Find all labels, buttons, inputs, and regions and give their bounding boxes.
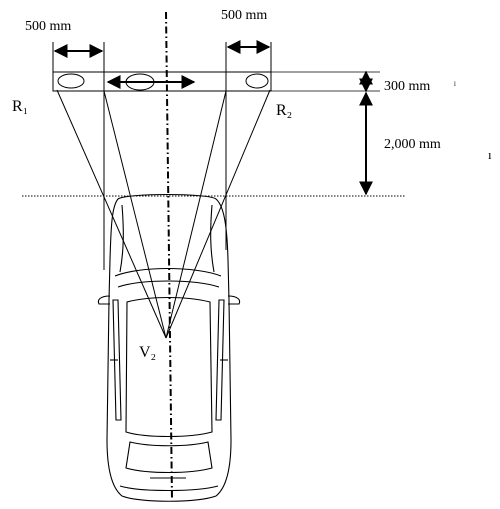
car-rear-window: [125, 441, 213, 474]
car-mirror-right: [227, 295, 241, 305]
stray-mark-2: ı: [488, 147, 492, 162]
light-bar: [52, 71, 272, 92]
car-windshield-top: [114, 268, 222, 277]
car-roof: [125, 296, 213, 438]
sightline-4: [165, 89, 271, 339]
vehicle-centerline: [165, 11, 173, 501]
point-label-v2: V₂: [139, 344, 157, 361]
car-right-window: [215, 299, 225, 421]
car-bonnet-crease-left: [119, 204, 124, 273]
dim-label-2000: 2,000 mm: [384, 137, 441, 152]
dim-label-left-500: 500 mm: [25, 19, 72, 34]
car-bonnet-crease-right: [210, 204, 215, 273]
stray-mark-1: ˡ: [454, 80, 456, 92]
lamp-left: [57, 73, 85, 89]
car-top-view: [97, 193, 241, 502]
dim-label-300: 300 mm: [384, 79, 431, 94]
sightline-1: [56, 89, 167, 339]
lamp-right: [245, 73, 269, 89]
point-label-r1: R₁: [12, 98, 29, 115]
car-rear-bumper: [119, 485, 219, 492]
sightline-2: [103, 90, 167, 339]
point-label-r2: R₂: [276, 102, 293, 119]
car-windshield-bottom: [117, 280, 220, 288]
car-body: [106, 193, 232, 502]
car-mirror-left: [97, 295, 111, 305]
car-left-window: [112, 299, 122, 421]
sightline-3: [165, 90, 227, 339]
dim-label-right-500: 500 mm: [221, 8, 268, 23]
